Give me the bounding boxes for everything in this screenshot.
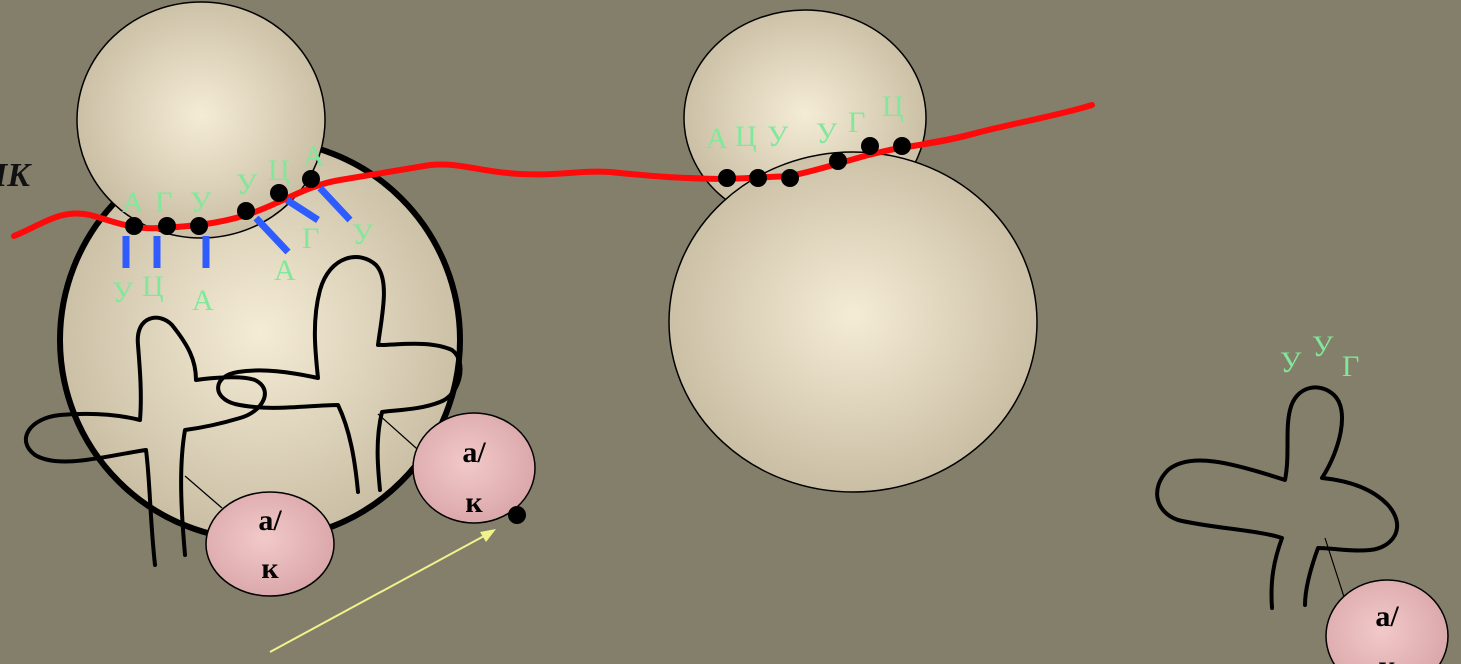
anticodon-bars-1 bbox=[122, 236, 210, 268]
anticodon-letters-2: А Г У bbox=[274, 218, 374, 287]
anticodon-1-3: А bbox=[192, 284, 214, 317]
free-anticodon-2: У bbox=[1312, 330, 1334, 363]
amino-acid-3-label-top: а/ bbox=[1375, 600, 1399, 633]
anticodon-1-1: У bbox=[112, 276, 134, 309]
codon-right-3: У bbox=[767, 120, 789, 153]
codon-letters-left: А Г У У Ц А bbox=[122, 140, 325, 219]
anticodon-2-1: А bbox=[274, 254, 296, 287]
trna-free bbox=[1155, 385, 1400, 610]
amino-acid-1: а/ к bbox=[205, 491, 335, 597]
codon-left-5: Ц bbox=[268, 154, 290, 187]
ribosome-right-large-subunit bbox=[668, 151, 1038, 493]
codon-right-6: Ц bbox=[882, 90, 904, 123]
arrow-pointer bbox=[269, 529, 496, 653]
amino-acid-1-label-bottom: к bbox=[261, 552, 279, 585]
mrna-label: IK bbox=[0, 157, 32, 194]
aa-link-1 bbox=[184, 475, 223, 509]
codon-right-4: У bbox=[816, 117, 838, 150]
codon-left-1: А bbox=[122, 186, 144, 219]
codon-left-3: У bbox=[190, 186, 212, 219]
amino-acid-1-label-top: а/ bbox=[258, 504, 282, 537]
anticodon-2-2: Г bbox=[302, 222, 319, 255]
peptide-bond-dot bbox=[508, 506, 526, 524]
mrna-nucleotide-dots-right bbox=[718, 137, 911, 187]
anticodon-bars-2 bbox=[253, 185, 353, 255]
free-anticodon-3: Г bbox=[1342, 350, 1359, 383]
codon-left-4: У bbox=[236, 168, 258, 201]
amino-acid-3: а/ к bbox=[1325, 579, 1449, 664]
trna-left-1 bbox=[23, 315, 267, 567]
mrna-nucleotide-dots-left bbox=[125, 170, 320, 235]
codon-left-6: А bbox=[303, 140, 325, 173]
anticodon-2-3: У bbox=[352, 218, 374, 251]
anticodon-1-2: Ц bbox=[142, 270, 164, 303]
ribosome-left bbox=[57, 1, 463, 543]
amino-acid-2-label-top: а/ bbox=[462, 436, 486, 469]
codon-right-5: Г bbox=[848, 106, 865, 139]
ribosome-right bbox=[668, 9, 1038, 493]
aa-link-3 bbox=[1324, 537, 1346, 601]
amino-acid-3-label-bottom: к bbox=[1378, 650, 1396, 664]
free-trna-anticodon: У У Г bbox=[1280, 330, 1359, 383]
amino-acid-2: а/ к bbox=[412, 412, 536, 524]
codon-left-2: Г bbox=[155, 186, 172, 219]
trna-left-2 bbox=[216, 255, 463, 494]
anticodon-letters-1: У Ц А bbox=[112, 270, 214, 317]
codon-letters-right: А Ц У У Г Ц bbox=[706, 90, 904, 155]
free-anticodon-1: У bbox=[1280, 346, 1302, 379]
amino-acid-2-label-bottom: к bbox=[465, 486, 483, 519]
codon-right-2: Ц bbox=[735, 120, 757, 153]
codon-right-1: А bbox=[706, 122, 728, 155]
ribosome-left-small-subunit bbox=[76, 1, 326, 239]
